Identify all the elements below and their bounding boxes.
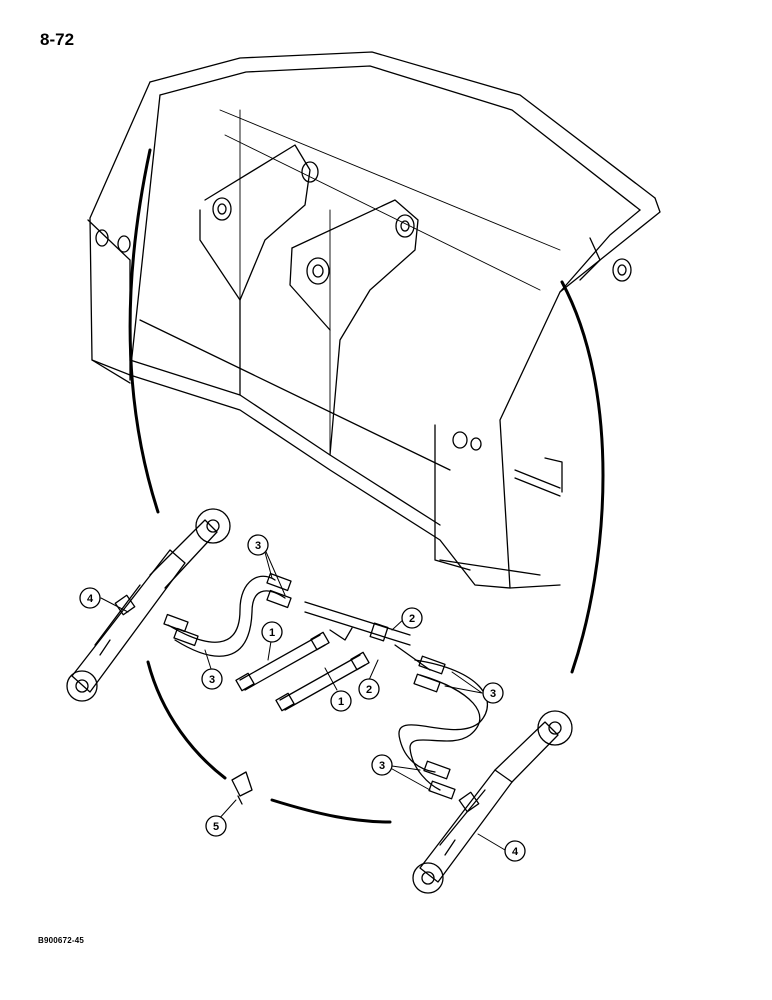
svg-text:4: 4	[87, 593, 94, 605]
guide-line-right	[560, 280, 605, 674]
hose-1b	[275, 651, 370, 712]
svg-text:1: 1	[269, 627, 275, 639]
callout-5: 5	[205, 815, 227, 837]
document-code: B900672-45	[38, 936, 85, 945]
svg-text:1: 1	[338, 696, 344, 708]
hose-3-upper-left	[163, 572, 292, 657]
page-number: 8-72	[40, 30, 75, 49]
callout-3-left: 3	[201, 668, 223, 690]
svg-text:3: 3	[490, 688, 496, 700]
callout-3-top: 3	[247, 534, 269, 556]
callout-4-left: 4	[79, 587, 101, 609]
loader-bucket	[87, 51, 661, 589]
callout-2-lower: 2	[358, 678, 380, 700]
callout-list: 1 1 2 2 3 3 3 3	[79, 534, 526, 862]
svg-text:5: 5	[213, 821, 219, 833]
grease-fitting	[231, 771, 253, 805]
hydraulic-cylinder-right	[412, 710, 573, 894]
callout-2-upper: 2	[401, 607, 423, 629]
svg-text:2: 2	[366, 684, 372, 696]
callout-4-right: 4	[504, 840, 526, 862]
hose-1a	[235, 631, 330, 692]
callout-1-upper: 1	[261, 621, 283, 643]
svg-text:3: 3	[209, 674, 215, 686]
hose-3-lower-right	[398, 655, 489, 800]
svg-text:3: 3	[379, 760, 385, 772]
hydraulic-cylinder-left	[66, 508, 231, 702]
svg-text:2: 2	[409, 613, 415, 625]
guide-line-fitting-2	[270, 798, 392, 824]
callout-1-lower: 1	[330, 690, 352, 712]
guide-line-left	[128, 148, 160, 514]
guide-line-fitting	[146, 660, 227, 780]
svg-text:4: 4	[512, 846, 519, 858]
svg-text:3: 3	[255, 540, 261, 552]
callout-3-bottom: 3	[371, 754, 393, 776]
callout-3-right: 3	[482, 682, 504, 704]
